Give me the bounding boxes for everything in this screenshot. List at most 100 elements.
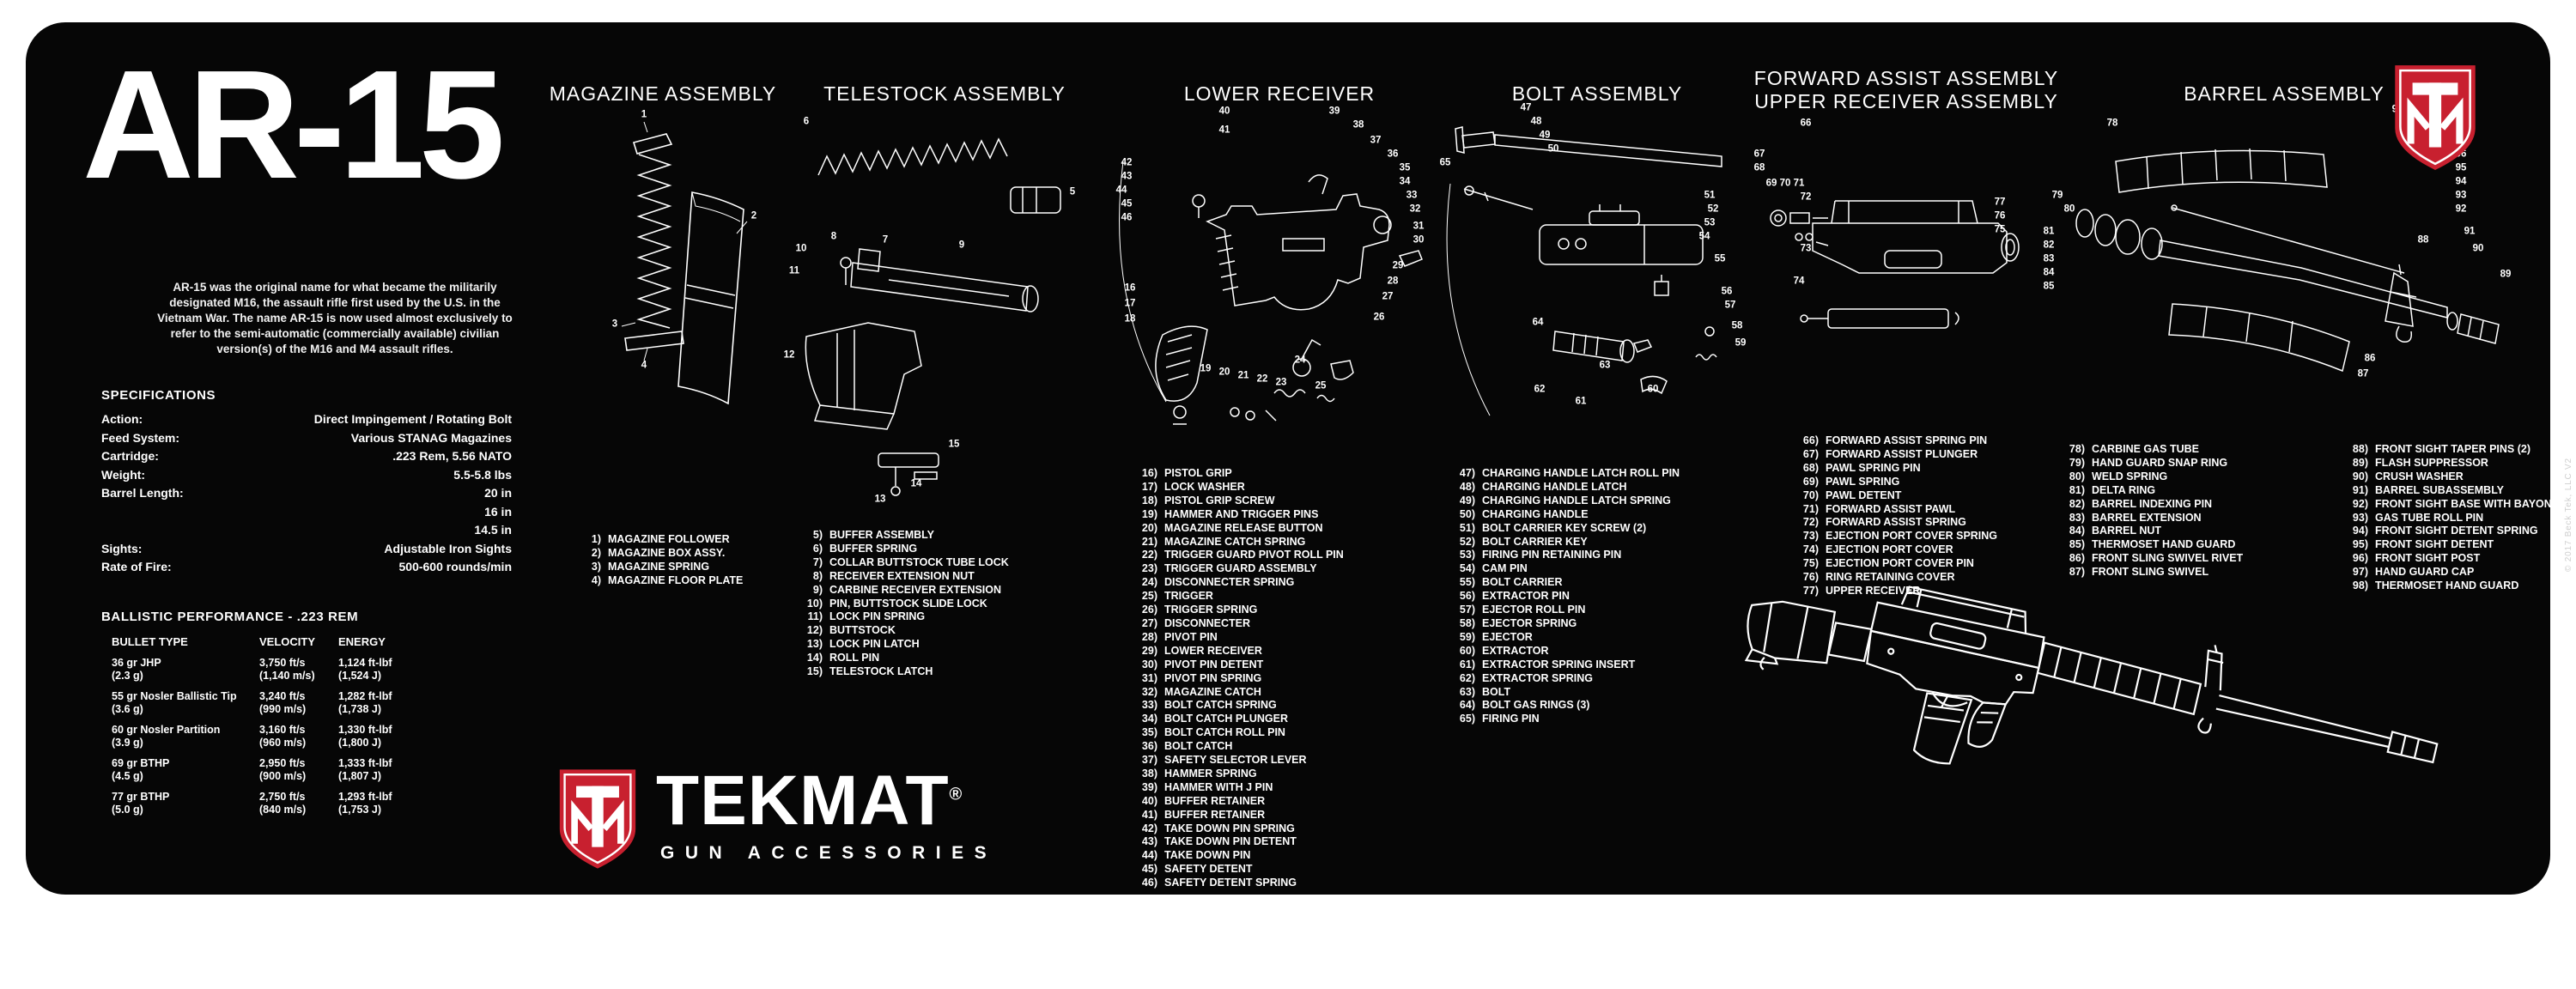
part-item: 94) FRONT SIGHT DETENT SPRING (2344, 525, 2576, 538)
part-number: 28) (1141, 630, 1157, 643)
spec-value: Various STANAG Magazines (350, 430, 512, 445)
bullet-type-cell: 36 gr JHP (2.3 g) (112, 657, 259, 683)
spec-label: Barrel Length: (101, 486, 184, 500)
part-number: 79) (2069, 456, 2085, 469)
part-label: PISTOL GRIP (1164, 467, 1232, 479)
callout-number: 43 (1121, 171, 1133, 182)
ballistics-rows: 36 gr JHP (2.3 g) 3,750 ft/s (1,140 m/s)… (112, 657, 472, 824)
section-title-line2: UPPER RECEIVER ASSEMBLY (1754, 90, 2058, 112)
part-number: 22) (1141, 549, 1157, 561)
part-item: 19) HAMMER AND TRIGGER PINS (1133, 508, 1344, 522)
bullet-type-metric: (4.5 g) (112, 770, 143, 782)
part-item: 38) HAMMER SPRING (1133, 768, 1344, 781)
callout-number: 37 (1370, 135, 1382, 146)
part-item: 92) FRONT SIGHT BASE WITH BAYONET LUG (2344, 498, 2576, 512)
part-label: RECEIVER EXTENSION NUT (829, 569, 975, 582)
velocity-cell: 3,240 ft/s (990 m/s) (259, 690, 338, 716)
part-number: 68) (1802, 461, 1819, 474)
part-label: BOLT CATCH SPRING (1164, 699, 1277, 712)
velocity: 3,160 ft/s (259, 724, 306, 736)
part-number: 88) (2352, 443, 2368, 455)
part-number: 44) (1141, 849, 1157, 862)
part-number: 20) (1141, 521, 1157, 534)
part-item: 78) CARBINE GAS TUBE (2061, 443, 2243, 457)
part-label: EJECTOR SPRING (1482, 616, 1577, 629)
part-number: 42) (1141, 822, 1157, 834)
ballistics-row: 60 gr Nosler Partition (3.9 g) 3,160 ft/… (112, 724, 472, 749)
part-label: FORWARD ASSIST PLUNGER (1826, 447, 1978, 460)
part-label: PIVOT PIN SPRING (1164, 671, 1262, 684)
parts-list-bolt: 47) CHARGING HANDLE LATCH ROLL PIN 48) C… (1451, 467, 1680, 726)
callout-number: 48 (1530, 116, 1542, 127)
upper-receiver-diagram-art (1756, 122, 2048, 388)
section-title: MAGAZINE ASSEMBLY (549, 82, 777, 105)
page-background: { "mat": { "title": "AR-15", "descriptio… (26, 22, 2576, 895)
callout-number: 92 (2455, 203, 2467, 215)
callout-number: 14 (910, 478, 922, 489)
part-label: BOLT CARRIER KEY (1482, 535, 1588, 548)
velocity-metric: (840 m/s) (259, 804, 307, 816)
part-label: FORWARD ASSIST PAWL (1826, 502, 1956, 515)
energy: 1,124 ft-lbf (338, 657, 392, 669)
callout-number: 64 (1532, 317, 1544, 328)
part-item: 70) PAWL DETENT (1795, 489, 1997, 503)
callout-number: 42 (1121, 157, 1133, 168)
part-label: BOLT CATCH PLUNGER (1164, 713, 1288, 725)
part-item: 20) MAGAZINE RELEASE BUTTON (1133, 522, 1344, 536)
callout-number: 73 (1800, 243, 1812, 254)
part-item: 32) MAGAZINE CATCH (1133, 686, 1344, 700)
callout-number: 15 (948, 439, 960, 450)
part-label: TAKE DOWN PIN (1164, 849, 1251, 862)
section-title: LOWER RECEIVER (1183, 82, 1376, 105)
velocity-metric: (1,140 m/s) (259, 670, 315, 682)
velocity: 2,750 ft/s (259, 791, 306, 803)
part-number: 29) (1141, 644, 1157, 657)
callout-number: 77 (1994, 197, 2006, 208)
part-label: EJECTION PORT COVER SPRING (1826, 530, 1998, 543)
part-item: 64) BOLT GAS RINGS (3) (1451, 699, 1680, 713)
spec-value: Direct Impingement / Rotating Bolt (313, 412, 512, 426)
part-item: 57) EJECTOR ROLL PIN (1451, 604, 1680, 617)
part-item: 43) TAKE DOWN PIN DETENT (1133, 835, 1344, 849)
energy-cell: 1,330 ft-lbf (1,800 J) (338, 724, 450, 749)
callout-number: 7 (882, 234, 889, 246)
part-number: 6) (812, 542, 823, 555)
energy-cell: 1,124 ft-lbf (1,524 J) (338, 657, 450, 683)
part-label: BARREL SUBASSEMBLY (2375, 483, 2505, 496)
part-number: 32) (1141, 685, 1157, 698)
callout-number: 78 (2106, 118, 2118, 129)
part-item: 67) FORWARD ASSIST PLUNGER (1795, 448, 1997, 462)
part-number: 15) (806, 665, 823, 678)
part-item: 11) LOCK PIN SPRING (799, 610, 1009, 624)
part-number: 1) (591, 533, 601, 545)
part-label: LOCK WASHER (1164, 480, 1245, 493)
callout-number: 76 (1994, 210, 2006, 221)
ballistics-header-row: BULLET TYPE VELOCITY ENERGY (112, 635, 472, 648)
bullet-type-cell: 77 gr BTHP (5.0 g) (112, 791, 259, 816)
part-number: 2) (591, 546, 601, 559)
callout-number: 75 (1994, 224, 2006, 235)
part-label: SAFETY SELECTOR LEVER (1164, 754, 1307, 767)
callout-number: 21 (1237, 370, 1249, 381)
callout-number: 46 (1121, 212, 1133, 223)
callout-number: 20 (1218, 367, 1230, 378)
section-title: TELESTOCK ASSEMBLY (823, 82, 1066, 105)
spec-row: Action: Direct Impingement / Rotating Bo… (101, 410, 512, 429)
callout-number: 6 (803, 116, 810, 127)
part-label: TRIGGER GUARD PIVOT ROLL PIN (1164, 549, 1344, 561)
part-number: 21) (1141, 535, 1157, 548)
energy-metric: (1,753 J) (338, 804, 382, 816)
part-item: 9) CARBINE RECEIVER EXTENSION (799, 584, 1009, 598)
parts-list-magazine: 1) MAGAZINE FOLLOWER 2) MAGAZINE BOX ASS… (577, 533, 744, 588)
callout-number: 68 (1753, 162, 1765, 173)
brand-name: TEKMAT (656, 761, 950, 840)
part-item: 2) MAGAZINE BOX ASSY. (577, 547, 743, 561)
part-item: 91) BARREL SUBASSEMBLY (2344, 484, 2576, 498)
part-item: 79) HAND GUARD SNAP RING (2061, 457, 2243, 470)
ballistics-col-velocity: VELOCITY (259, 635, 316, 648)
part-number: 66) (1802, 434, 1819, 446)
callout-number: 54 (1698, 231, 1710, 242)
part-label: PISTOL GRIP SCREW (1164, 494, 1275, 507)
part-item: 97) HAND GUARD CAP (2344, 566, 2576, 579)
